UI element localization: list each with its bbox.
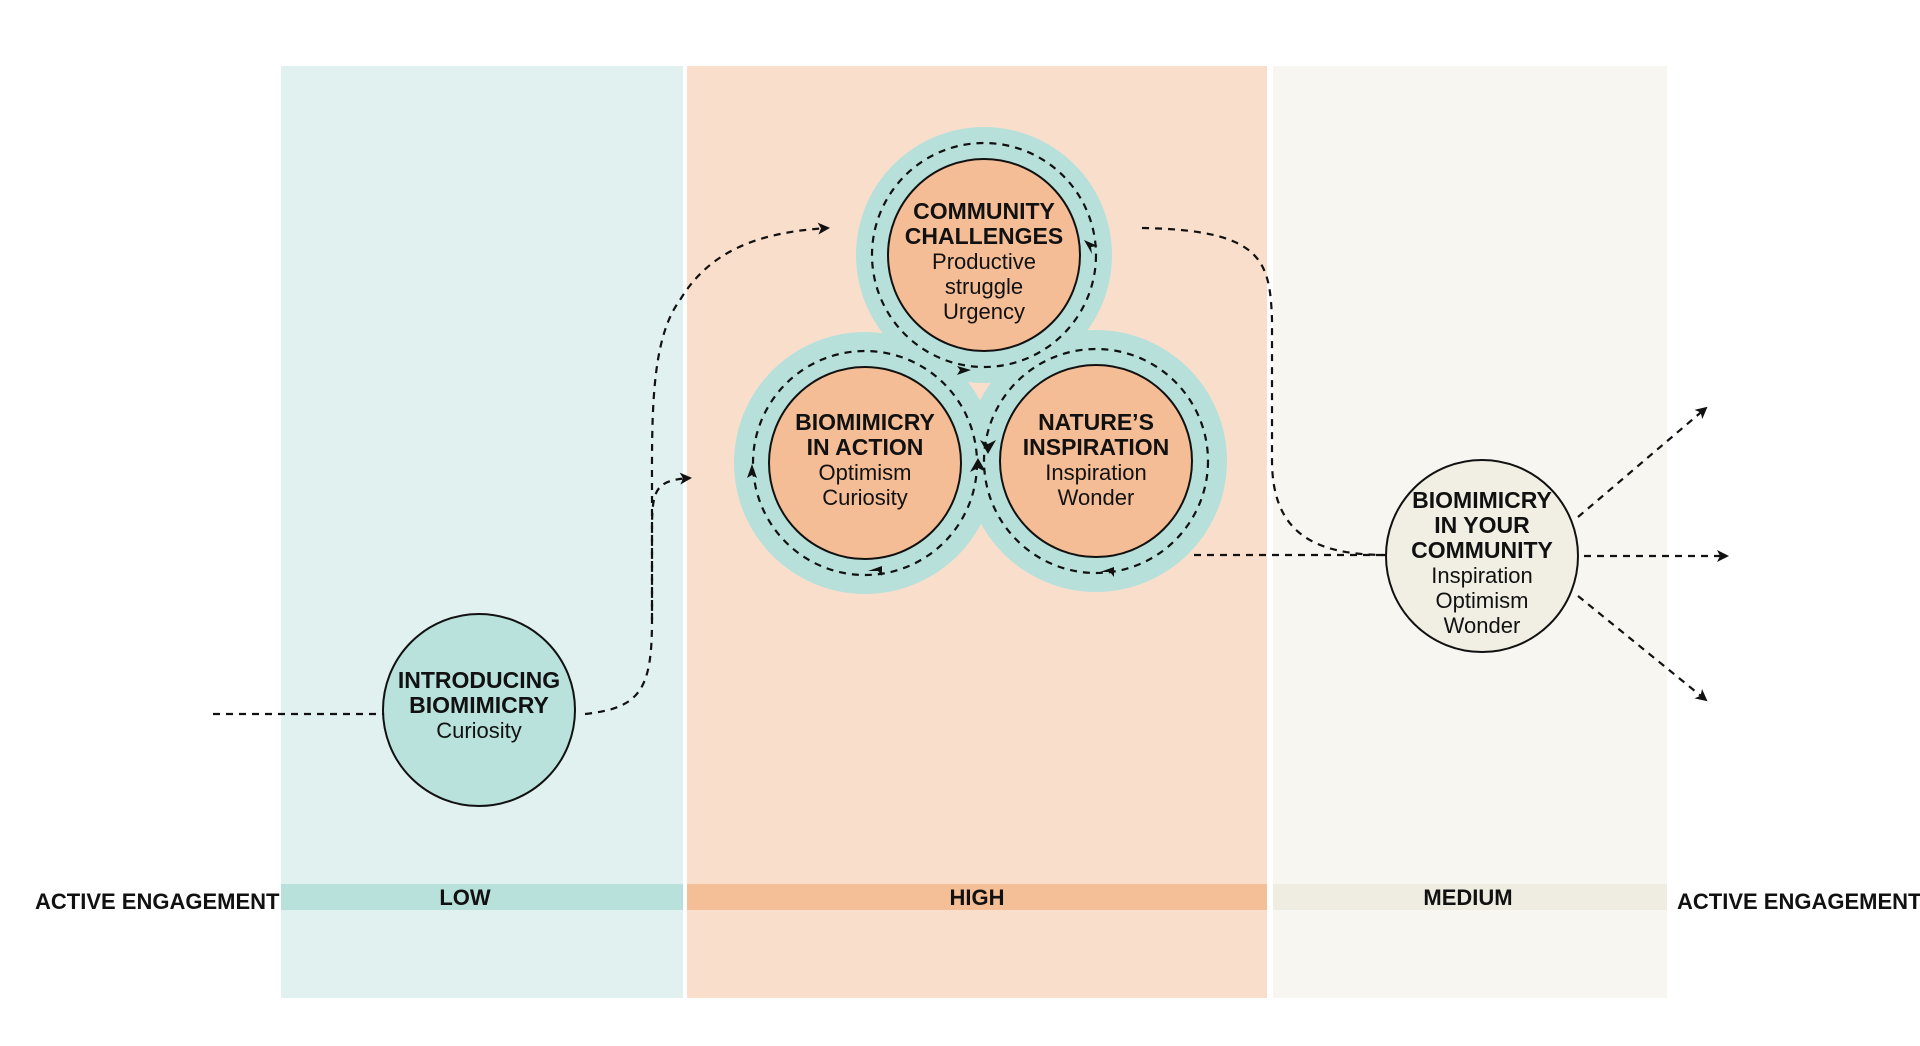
node-your-community-sub-2: Optimism: [1436, 588, 1529, 613]
node-action-sub-2: Curiosity: [822, 485, 908, 510]
node-community-sub-2: struggle: [945, 274, 1023, 299]
node-biomimicry-in-your-community: [1385, 459, 1579, 653]
node-biomimicry-in-action: [768, 366, 962, 560]
node-your-community-title-1: BIOMIMICRY: [1412, 487, 1552, 513]
node-community-title-2: CHALLENGES: [905, 223, 1063, 249]
node-natures-inspiration: [999, 364, 1193, 558]
node-introducing-sub-1: Curiosity: [436, 718, 522, 743]
band-medium-label: MEDIUM: [1423, 885, 1512, 910]
band-low: [281, 884, 683, 910]
node-nature-sub-2: Wonder: [1058, 485, 1135, 510]
flow-out-lower: [1577, 595, 1708, 702]
cycle-ring-right: [982, 347, 1210, 575]
node-nature-sub-1: Inspiration: [1045, 460, 1147, 485]
cycle-arrow-top-right: [1084, 240, 1098, 254]
node-community-sub-3: Urgency: [943, 299, 1025, 324]
cycle-arrow-top-bottom: [957, 366, 971, 375]
zone-low-background: [281, 66, 683, 998]
flow-intro-to-cluster: [584, 472, 692, 716]
band-high-label: HIGH: [950, 885, 1005, 910]
node-your-community-sub-1: Inspiration: [1431, 563, 1533, 588]
node-community-title-1: COMMUNITY: [913, 198, 1055, 224]
cycle-arrow-left-bottom: [868, 566, 882, 576]
node-your-community-title-2: IN YOUR: [1434, 512, 1530, 538]
node-nature-title-2: INSPIRATION: [1023, 434, 1170, 460]
node-nature-title-1: NATURE’S: [1038, 409, 1154, 435]
band-medium: [1273, 884, 1667, 910]
node-your-community-title-3: COMMUNITY: [1411, 537, 1553, 563]
axis-label-left: ACTIVE ENGAGEMENT: [35, 889, 280, 914]
node-community-challenges: [887, 158, 1081, 352]
flow-community-to-your-community: [1141, 226, 1387, 557]
node-action-title-1: BIOMIMICRY: [795, 409, 935, 435]
node-your-community-sub-3: Wonder: [1444, 613, 1521, 638]
cycle-arrow-right-bottom: [1100, 567, 1114, 577]
axis-label-right: ACTIVE ENGAGEMENT: [1677, 889, 1920, 914]
flow-low-to-community: [650, 222, 830, 620]
node-introducing-title-2: BIOMIMICRY: [409, 692, 549, 718]
node-introducing-biomimicry: [382, 613, 576, 807]
node-community-sub-1: Productive: [932, 249, 1036, 274]
cycle-arrow-left-side: [747, 464, 757, 478]
cycle-ring-top: [870, 141, 1098, 369]
node-action-sub-1: Optimism: [819, 460, 912, 485]
node-introducing-title-1: INTRODUCING: [398, 667, 560, 693]
cycle-arrow-center-up: [970, 458, 986, 472]
band-low-label: LOW: [439, 885, 491, 910]
flow-out-upper: [1577, 406, 1708, 518]
band-high: [687, 884, 1267, 910]
node-action-title-2: IN ACTION: [807, 434, 924, 460]
cycle-arrow-center-down: [980, 440, 996, 454]
